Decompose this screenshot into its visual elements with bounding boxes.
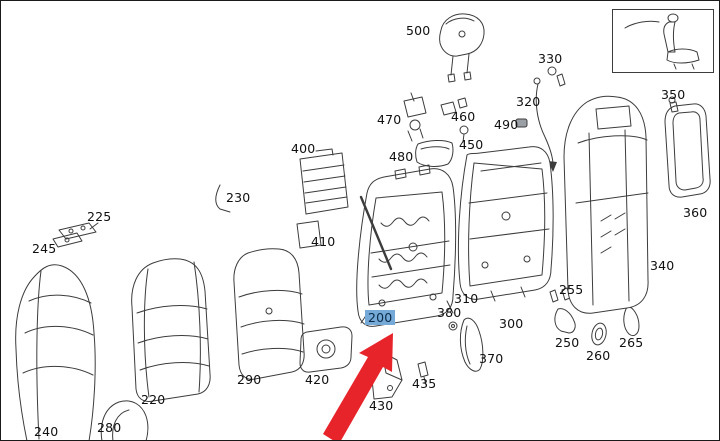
- part-label-460: 460: [451, 109, 476, 124]
- part-drawing-420: [299, 326, 353, 373]
- vehicle-seat-icon: [624, 13, 700, 70]
- part-label-450: 450: [459, 137, 484, 152]
- part-drawing-370: [459, 317, 484, 372]
- part-drawing-265: [623, 306, 640, 337]
- part-drawing-230: [215, 184, 231, 213]
- part-label-320: 320: [516, 94, 541, 109]
- part-drawing-280: [100, 400, 149, 440]
- part-label-300: 300: [499, 316, 524, 331]
- part-label-360: 360: [683, 205, 708, 220]
- part-label-260: 260: [586, 348, 611, 363]
- part-label-340: 340: [650, 258, 675, 273]
- part-drawing-490: [515, 118, 528, 128]
- part-label-220: 220: [141, 392, 166, 407]
- part-label-250: 250: [555, 335, 580, 350]
- part-drawing-480: [415, 140, 454, 167]
- part-label-230: 230: [226, 190, 251, 205]
- part-label-500: 500: [406, 23, 431, 38]
- part-label-470: 470: [377, 112, 402, 127]
- part-label-200-highlighted: 200: [365, 310, 396, 325]
- part-label-490: 490: [494, 117, 519, 132]
- part-drawing-360: [664, 103, 711, 198]
- part-drawing-380: [448, 321, 458, 331]
- part-label-480: 480: [389, 149, 414, 164]
- part-drawing-290: [233, 248, 305, 380]
- part-label-430: 430: [369, 398, 394, 413]
- part-drawing-middle-frame: [457, 146, 554, 302]
- part-drawing-245: [52, 232, 83, 248]
- part-drawing-350: [668, 96, 679, 113]
- part-drawing-220: [131, 258, 211, 402]
- part-label-420: 420: [305, 372, 330, 387]
- part-drawing-435: [417, 361, 429, 386]
- part-label-290: 290: [237, 372, 262, 387]
- part-label-410: 410: [311, 234, 336, 249]
- part-drawing-225: [58, 222, 99, 240]
- highlight-arrow: [323, 333, 393, 440]
- part-label-240: 240: [34, 424, 59, 439]
- part-drawing-240: [15, 264, 96, 440]
- vehicle-thumbnail-box: [612, 9, 714, 73]
- part-label-350: 350: [661, 87, 686, 102]
- part-drawing-260: [591, 322, 607, 346]
- part-drawing-340: [563, 95, 649, 314]
- part-label-380: 380: [437, 305, 462, 320]
- part-label-245: 245: [32, 241, 57, 256]
- highlight-arrow-shape: [323, 333, 393, 440]
- part-drawing-470: [403, 92, 427, 142]
- part-drawing-460: [440, 97, 468, 116]
- part-label-330: 330: [538, 51, 563, 66]
- part-drawing-250: [554, 308, 576, 334]
- part-label-265: 265: [619, 335, 644, 350]
- part-label-255: 255: [559, 282, 584, 297]
- part-label-435: 435: [412, 376, 437, 391]
- part-drawing-400: [299, 148, 349, 215]
- part-drawing-500: [439, 13, 485, 83]
- part-drawing-410: [296, 220, 322, 249]
- part-label-280: 280: [97, 420, 122, 435]
- part-drawing-330: [547, 66, 566, 87]
- part-label-310: 310: [454, 291, 479, 306]
- part-label-225: 225: [87, 209, 112, 224]
- part-drawing-450: [459, 125, 469, 143]
- part-label-370: 370: [479, 351, 504, 366]
- part-label-400: 400: [291, 141, 316, 156]
- part-drawing-main-frame: [356, 164, 457, 327]
